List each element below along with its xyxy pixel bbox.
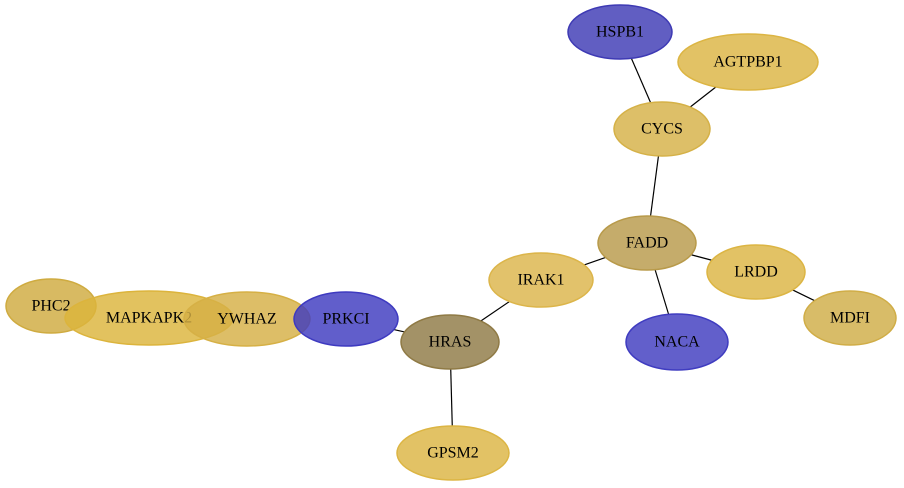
- node-label-gpsm2: GPSM2: [427, 445, 479, 462]
- node-label-mapkapk2: MAPKAPK2: [106, 310, 192, 327]
- edge-fadd-lrdd: [690, 254, 713, 261]
- node-irak1[interactable]: IRAK1: [488, 252, 594, 308]
- node-shape-lrdd: [706, 244, 806, 300]
- node-hras[interactable]: HRAS: [400, 314, 500, 370]
- node-label-naca: NACA: [654, 334, 700, 351]
- node-shape-fadd: [597, 215, 697, 271]
- node-label-hspb1: HSPB1: [596, 24, 644, 41]
- node-shape-hras: [400, 314, 500, 370]
- node-gpsm2[interactable]: GPSM2: [396, 425, 510, 481]
- node-label-prkci: PRKCI: [322, 311, 369, 328]
- node-shape-mdfi: [803, 290, 897, 346]
- node-label-irak1: IRAK1: [517, 272, 564, 289]
- edge-cycs-fadd: [649, 155, 660, 217]
- node-mdfi[interactable]: MDFI: [803, 290, 897, 346]
- node-label-mdfi: MDFI: [830, 310, 870, 327]
- edge-hras-prkci: [393, 328, 405, 333]
- node-shape-gpsm2: [396, 425, 510, 481]
- node-shape-cycs: [613, 101, 711, 157]
- node-lrdd[interactable]: LRDD: [706, 244, 806, 300]
- node-shape-prkci: [293, 291, 399, 347]
- edge-agtpbp1-cycs: [689, 86, 717, 108]
- node-ywhaz[interactable]: YWHAZ: [183, 291, 311, 347]
- node-label-cycs: CYCS: [641, 121, 683, 138]
- node-label-phc2: PHC2: [31, 298, 70, 315]
- node-label-lrdd: LRDD: [734, 264, 778, 281]
- edge-hspb1-cycs: [630, 58, 652, 104]
- node-shape-naca: [625, 313, 729, 371]
- node-agtpbp1[interactable]: AGTPBP1: [677, 33, 819, 91]
- node-label-agtpbp1: AGTPBP1: [713, 54, 782, 71]
- node-cycs[interactable]: CYCS: [613, 101, 711, 157]
- node-hspb1[interactable]: HSPB1: [567, 4, 673, 60]
- node-label-fadd: FADD: [626, 235, 668, 252]
- edge-lrdd-mdfi: [792, 289, 815, 302]
- node-shape-agtpbp1: [677, 33, 819, 91]
- node-shape-hspb1: [567, 4, 673, 60]
- node-naca[interactable]: NACA: [625, 313, 729, 371]
- node-label-ywhaz: YWHAZ: [217, 311, 277, 328]
- edge-hras-gpsm2: [450, 368, 453, 427]
- edge-fadd-naca: [654, 269, 670, 315]
- edge-layer: [393, 58, 815, 427]
- node-prkci[interactable]: PRKCI: [293, 291, 399, 347]
- edge-fadd-irak1: [583, 256, 606, 266]
- node-fadd[interactable]: FADD: [597, 215, 697, 271]
- node-label-hras: HRAS: [429, 334, 472, 351]
- node-shape-irak1: [488, 252, 594, 308]
- edge-irak1-hras: [480, 300, 510, 322]
